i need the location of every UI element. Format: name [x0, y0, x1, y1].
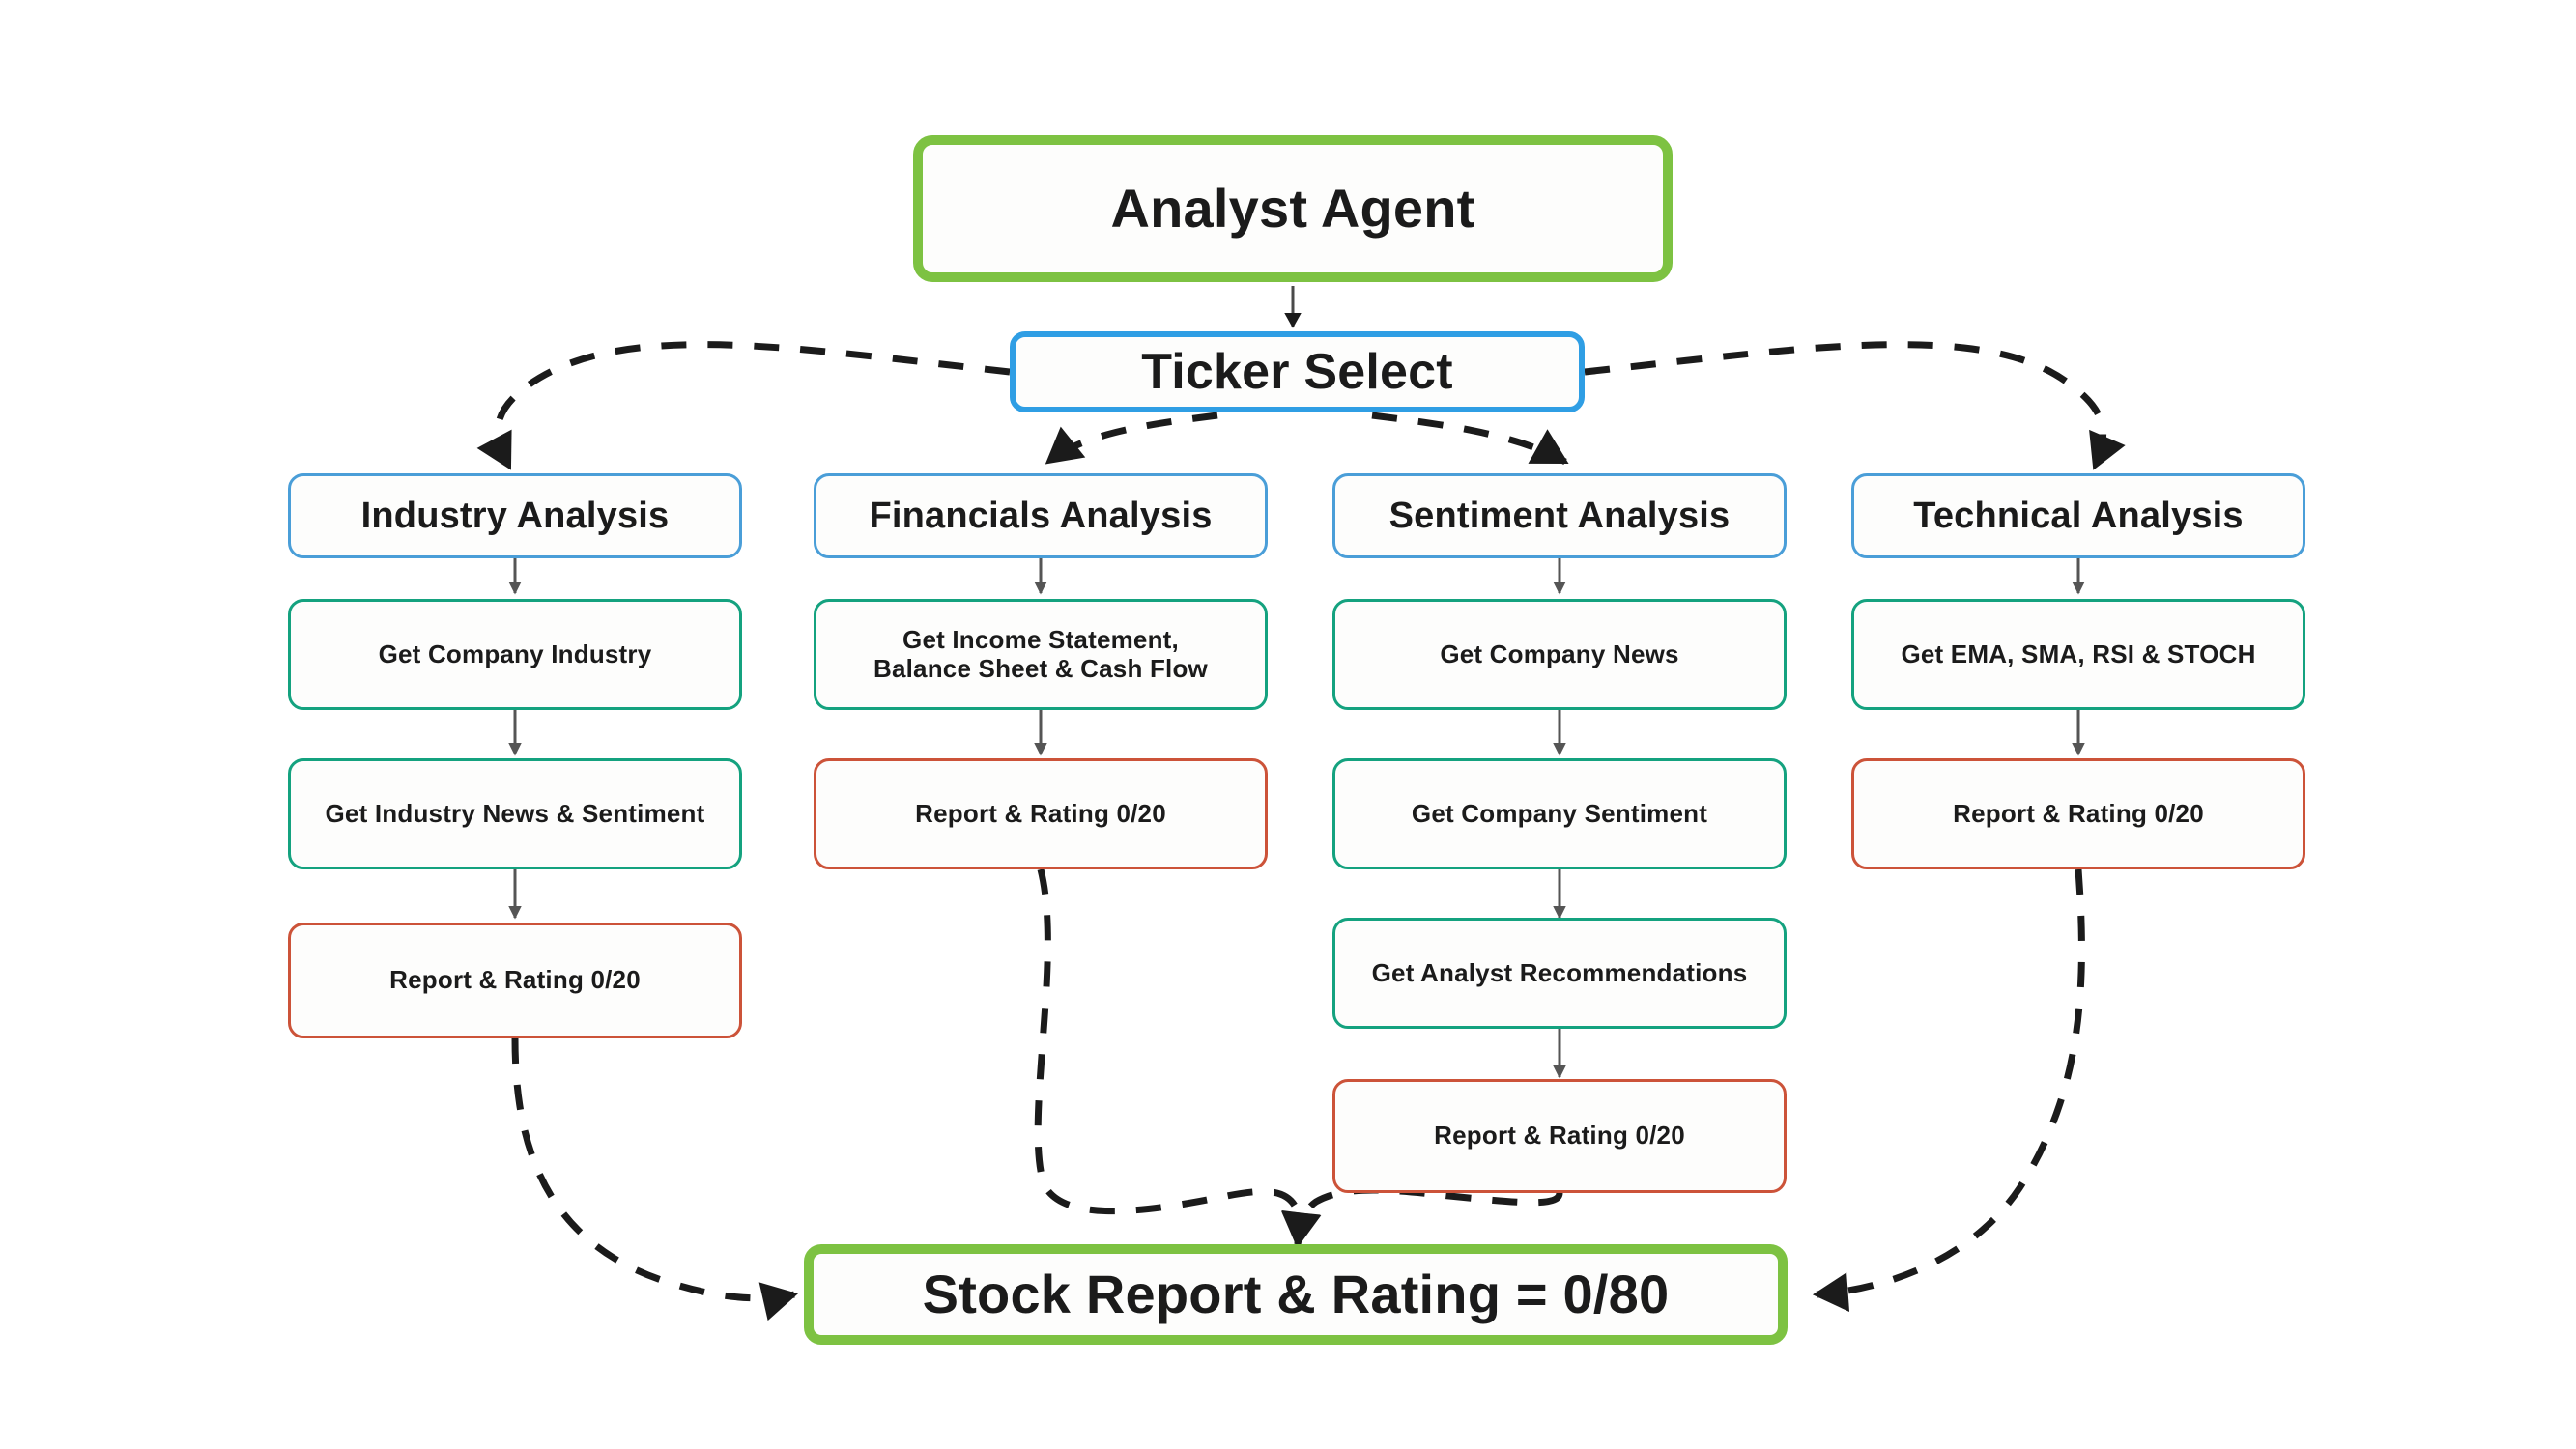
node-stock-report-rating[interactable]: Stock Report & Rating = 0/80 — [804, 1244, 1788, 1345]
node-sentiment-analysis-header-label: Sentiment Analysis — [1388, 495, 1731, 536]
edge-selector-to-technical — [1584, 341, 2126, 470]
node-industry-report-rating[interactable]: Report & Rating 0/20 — [288, 923, 742, 1038]
edge-selector-to-industry — [476, 341, 1011, 470]
node-analyst-agent[interactable]: Analyst Agent — [913, 135, 1673, 282]
node-get-income-statement-balance-sheet-cash-flow[interactable]: Get Income Statement, Balance Sheet & Ca… — [814, 599, 1268, 710]
node-ticker-select[interactable]: Ticker Select — [1010, 331, 1585, 412]
edge-technical-report-to-terminal — [1812, 868, 2085, 1313]
node-technical-analysis-header-label: Technical Analysis — [1913, 495, 2244, 536]
node-get-ema-sma-rsi-stoch[interactable]: Get EMA, SMA, RSI & STOCH — [1851, 599, 2305, 710]
node-get-company-sentiment-label: Get Company Sentiment — [1411, 798, 1708, 828]
node-get-analyst-recommendations-label: Get Analyst Recommendations — [1371, 957, 1748, 987]
edge-financials-report-to-terminal — [1034, 868, 1322, 1249]
node-get-ema-sma-rsi-stoch-label: Get EMA, SMA, RSI & STOCH — [1901, 639, 2256, 668]
node-financials-analysis-header-label: Financials Analysis — [869, 495, 1213, 536]
node-ticker-select-label: Ticker Select — [1141, 343, 1453, 400]
node-get-company-news[interactable]: Get Company News — [1332, 599, 1787, 710]
node-get-company-sentiment[interactable]: Get Company Sentiment — [1332, 758, 1787, 869]
node-technical-analysis-header[interactable]: Technical Analysis — [1851, 473, 2305, 558]
edge-industry-report-to-terminal — [511, 1037, 798, 1321]
edge-selector-to-financials — [1045, 412, 1218, 465]
node-industry-analysis-header-label: Industry Analysis — [360, 495, 670, 536]
node-technical-report-rating[interactable]: Report & Rating 0/20 — [1851, 758, 2305, 869]
node-get-company-industry[interactable]: Get Company Industry — [288, 599, 742, 710]
node-technical-report-rating-label: Report & Rating 0/20 — [1953, 798, 2204, 828]
node-analyst-agent-label: Analyst Agent — [1110, 177, 1475, 239]
node-financials-report-rating[interactable]: Report & Rating 0/20 — [814, 758, 1268, 869]
node-get-analyst-recommendations[interactable]: Get Analyst Recommendations — [1332, 918, 1787, 1029]
node-sentiment-analysis-header[interactable]: Sentiment Analysis — [1332, 473, 1787, 558]
node-stock-report-rating-label: Stock Report & Rating = 0/80 — [922, 1263, 1670, 1324]
node-get-industry-news-sentiment[interactable]: Get Industry News & Sentiment — [288, 758, 742, 869]
node-get-income-statement-balance-sheet-cash-flow-label: Get Income Statement, Balance Sheet & Ca… — [873, 625, 1208, 683]
node-get-industry-news-sentiment-label: Get Industry News & Sentiment — [325, 798, 705, 828]
node-sentiment-report-rating-label: Report & Rating 0/20 — [1434, 1121, 1685, 1151]
node-industry-analysis-header[interactable]: Industry Analysis — [288, 473, 742, 558]
node-get-company-industry-label: Get Company Industry — [378, 639, 652, 668]
node-industry-report-rating-label: Report & Rating 0/20 — [389, 965, 641, 995]
node-financials-analysis-header[interactable]: Financials Analysis — [814, 473, 1268, 558]
node-sentiment-report-rating[interactable]: Report & Rating 0/20 — [1332, 1079, 1787, 1193]
node-financials-report-rating-label: Report & Rating 0/20 — [915, 798, 1166, 828]
node-get-company-news-label: Get Company News — [1440, 639, 1679, 668]
edge-selector-to-sentiment — [1371, 412, 1569, 466]
edge-sentiment-report-to-terminal — [1280, 1186, 1563, 1249]
